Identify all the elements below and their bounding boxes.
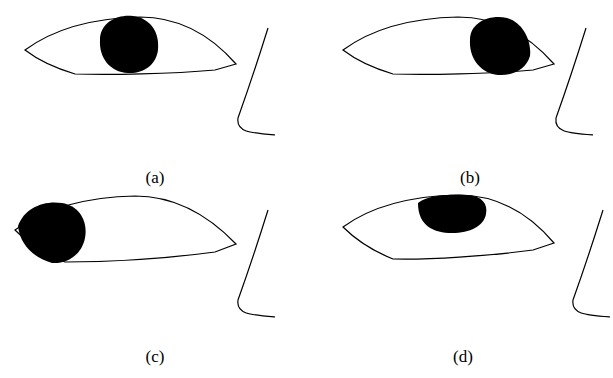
nose-line xyxy=(238,210,275,317)
pupil xyxy=(418,195,486,233)
pupil xyxy=(100,16,158,73)
nose-line xyxy=(556,28,593,135)
eye-outline xyxy=(343,17,554,74)
nose-line xyxy=(573,210,610,317)
panel-label: (c) xyxy=(146,347,165,367)
pupil xyxy=(470,17,530,75)
panel-label: (a) xyxy=(146,168,165,188)
panel-label: (d) xyxy=(453,347,473,367)
panel-label: (b) xyxy=(460,168,480,188)
pupil xyxy=(18,202,86,263)
nose-line xyxy=(238,28,275,135)
eye-outline xyxy=(343,195,554,259)
